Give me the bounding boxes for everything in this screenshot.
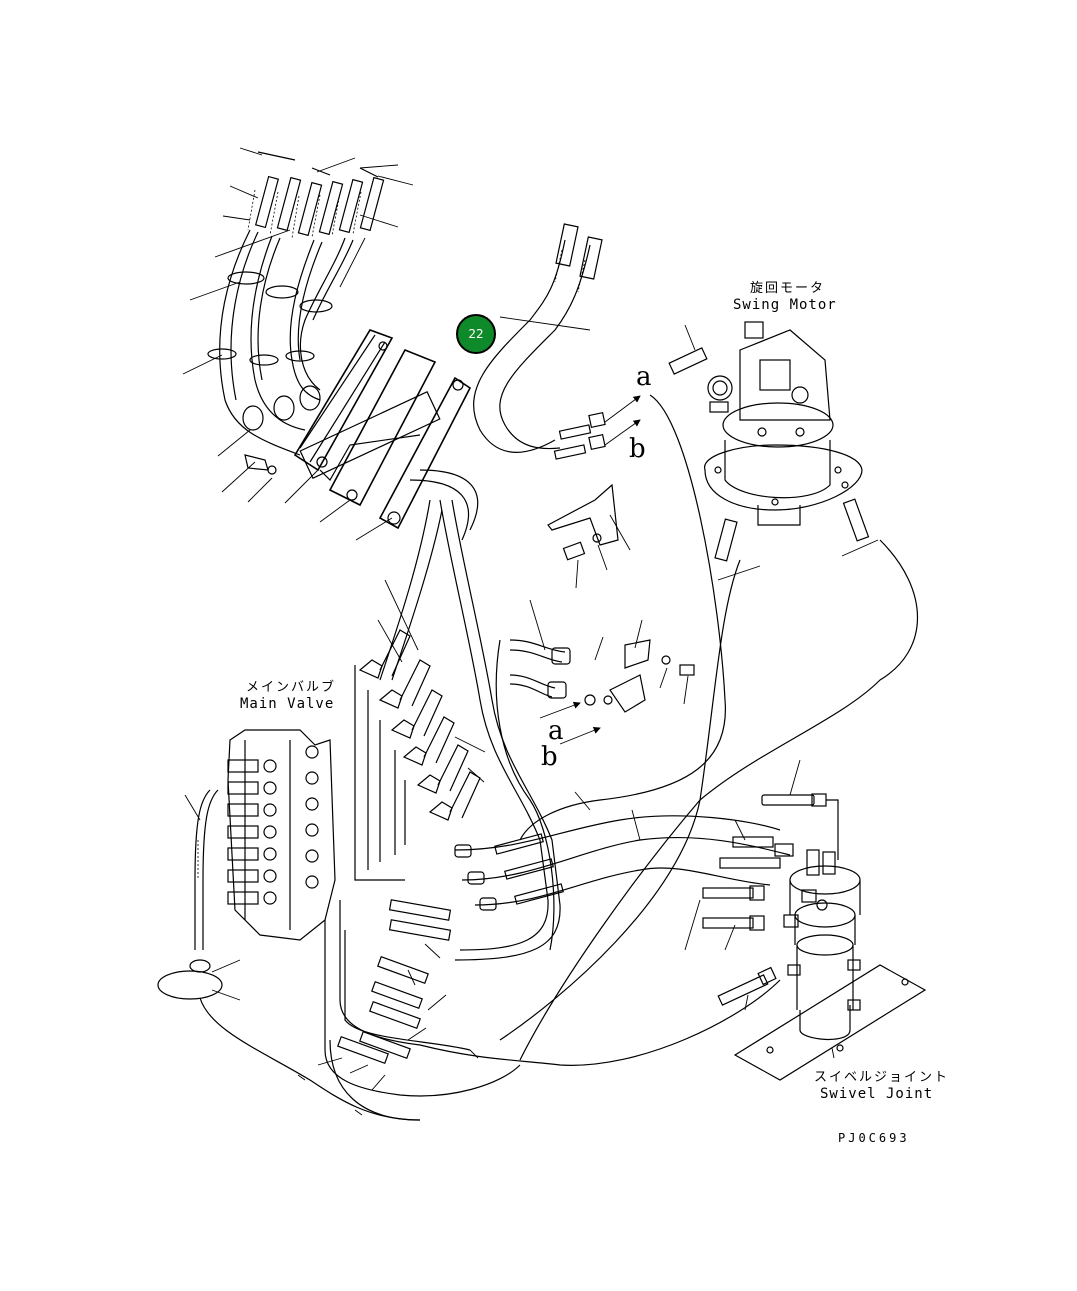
drawing-code: PJ0C693 bbox=[838, 1131, 910, 1145]
valve-fitting-stack bbox=[354, 579, 486, 881]
main-valve-label-en: Main Valve bbox=[240, 696, 335, 712]
swing-motor bbox=[668, 321, 879, 581]
control-valve-block bbox=[244, 329, 479, 541]
arrow-label-b-lower: b bbox=[541, 742, 558, 772]
swivel-joint-label-jp: スイベルジョイント bbox=[814, 1070, 950, 1085]
swivel-joint-label-en: Swivel Joint bbox=[820, 1086, 934, 1102]
swing-motor-label-en: Swing Motor bbox=[733, 297, 837, 313]
main-hose-routing bbox=[297, 394, 919, 1121]
arrow-label-b-upper: b bbox=[629, 434, 646, 464]
bracket-assembly bbox=[547, 483, 631, 589]
center-fitting-assembly bbox=[509, 599, 695, 745]
upper-left-hose-bundle bbox=[182, 147, 414, 541]
arrow-label-a-lower: a bbox=[548, 716, 564, 746]
main-valve bbox=[157, 729, 421, 1121]
main-valve-label-jp: メインバルブ bbox=[246, 680, 337, 695]
swivel-joint bbox=[684, 759, 927, 1081]
callout-badge[interactable]: 22 bbox=[456, 314, 496, 354]
swing-motor-label-jp: 旋回モータ bbox=[750, 281, 826, 296]
arrow-label-a-upper: a bbox=[636, 362, 652, 392]
swing-hose-assembly bbox=[473, 223, 641, 460]
